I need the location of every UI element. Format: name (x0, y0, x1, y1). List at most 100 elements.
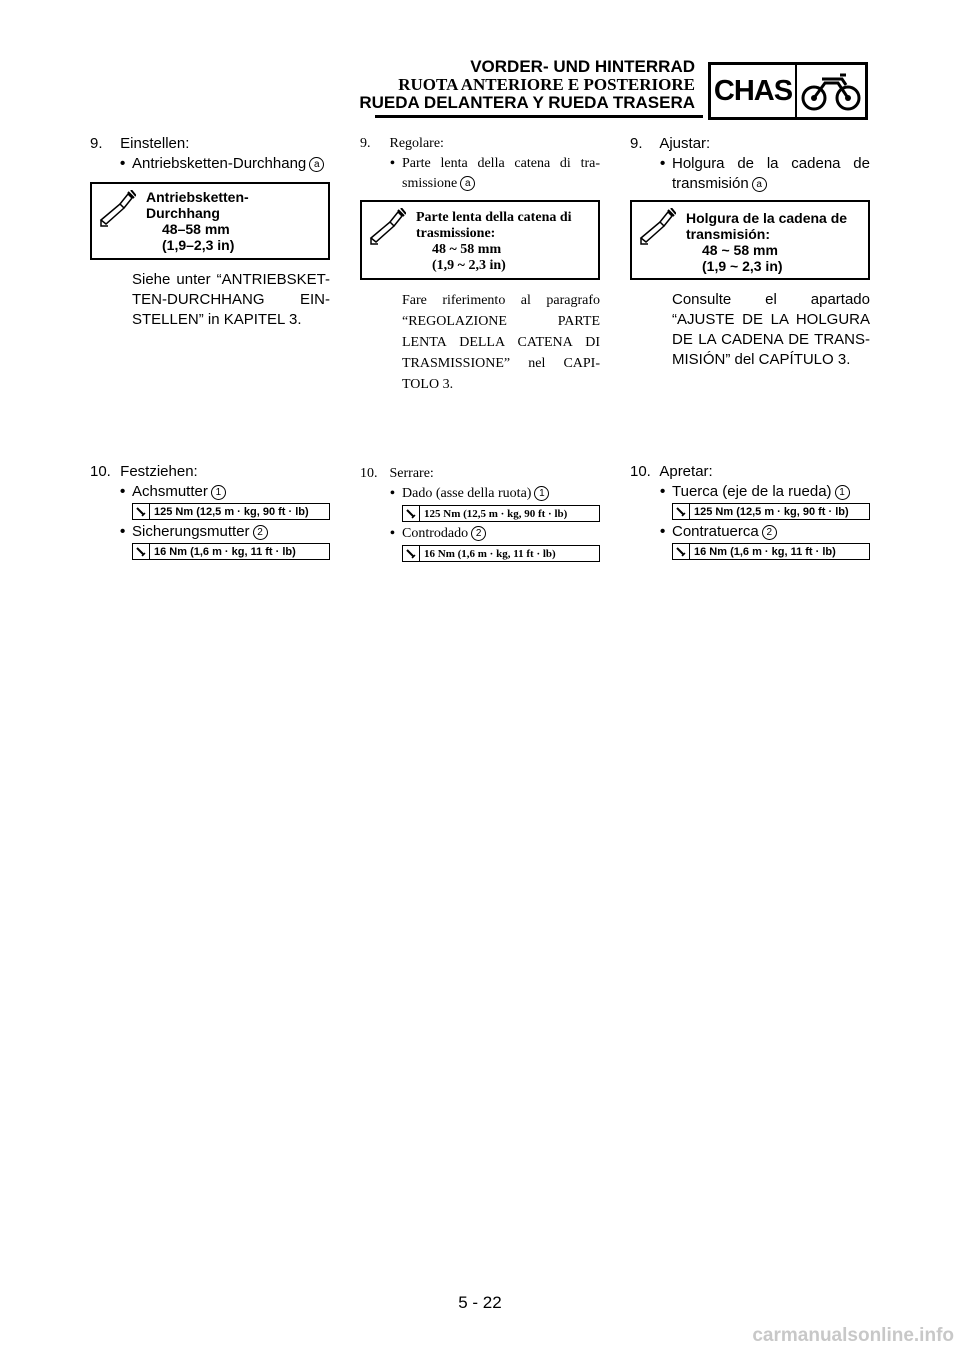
header-title-es: RUEDA DELANTERA Y RUEDA TRASERA (359, 92, 695, 112)
header-title-it: RUOTA ANTERIORE E POSTERIORE (398, 74, 695, 94)
callout-marker: a (460, 176, 476, 191)
spec-value-metric: 48 ~ 58 mm (702, 242, 778, 258)
spec-value-imperial: (1,9 ~ 2,3 in) (432, 258, 506, 273)
list-item: Dado (asse della ruota)1 (360, 484, 600, 504)
torque-spec: 125 Nm (12,5 m · kg, 90 ft · lb) (402, 505, 600, 522)
step-9: 9. Einstellen: (90, 134, 330, 154)
callout-marker: 2 (471, 526, 487, 541)
step-number: 9. (90, 135, 103, 152)
step-number: 10. (360, 466, 378, 481)
callout-marker: a (751, 177, 767, 192)
column-italian: 9. Regolare: Parte lenta della catena di… (360, 134, 600, 562)
list-item: Parte lenta della catena di tra-smission… (360, 154, 600, 194)
torque-spec: 16 Nm (1,6 m · kg, 11 ft · lb) (402, 545, 600, 562)
reference-text: Fare riferimento al paragrafo “REGOLAZIO… (402, 293, 600, 392)
torque-spec: 125 Nm (12,5 m · kg, 90 ft · lb) (672, 503, 870, 520)
torque-value: 16 Nm (1,6 m · kg, 11 ft · lb) (424, 547, 556, 560)
wrench-icon (368, 207, 407, 246)
spec-label-line2: trasmissione: (416, 226, 496, 241)
spec-label-line1: Antriebsketten- (146, 189, 249, 205)
callout-marker: 1 (210, 485, 226, 500)
page-number: 5 - 22 (458, 1293, 502, 1312)
column-german: 9. Einstellen: Antriebsketten-Durchhanga… (90, 134, 330, 560)
spec-label-line1: Holgura de la cadena de (686, 210, 848, 226)
list-item-text: Dado (asse della ruota) (402, 486, 532, 501)
step-title: Ajustar: (659, 135, 711, 152)
step-10: 10. Apretar: (630, 462, 870, 482)
step-number: 9. (630, 135, 643, 152)
torque-value: 16 Nm (1,6 m · kg, 11 ft · lb) (694, 545, 836, 558)
column-spanish: 9. Ajustar: Holgura de la cadena de tran… (630, 134, 870, 560)
spec-value-metric: 48 ~ 58 mm (432, 242, 502, 257)
list-item-text: Controdado (402, 526, 469, 541)
torque-value: 125 Nm (12,5 m · kg, 90 ft · lb) (154, 505, 309, 518)
header-rule (375, 115, 703, 118)
torque-wrench-icon (133, 504, 150, 519)
list-item-text: Tuerca (eje de la rueda) (672, 483, 832, 500)
step-10: 10. Serrare: (360, 464, 600, 484)
wrench-icon (98, 189, 137, 228)
spec-value-imperial: (1,9 ~ 2,3 in) (702, 258, 783, 274)
step-9: 9. Regolare: (360, 134, 600, 154)
step-10-block: 10. Apretar: Tuerca (eje de la rueda)1 1… (630, 462, 870, 562)
torque-spec: 16 Nm (1,6 m · kg, 11 ft · lb) (672, 543, 870, 560)
step-title: Serrare: (389, 466, 434, 481)
wrench-icon (638, 207, 677, 246)
spec-label-line2: Durchhang (146, 205, 220, 221)
step-10: 10. Festziehen: (90, 462, 330, 482)
torque-value: 125 Nm (12,5 m · kg, 90 ft · lb) (694, 505, 849, 518)
callout-marker: 2 (252, 525, 268, 540)
reference-text: Consulte el apartado “AJUSTE DE LA HOLGU… (672, 291, 870, 368)
callout-marker: 1 (534, 486, 550, 501)
spec-value-imperial: (1,9–2,3 in) (162, 237, 235, 253)
chapter-badge-label: CHAS (711, 65, 797, 117)
callout-marker: a (309, 157, 325, 172)
callout-marker: 1 (834, 485, 850, 500)
callout-marker: 2 (761, 525, 777, 540)
reference-text: Siehe unter “ANTRIEBSKET-TEN-DURCHHANG E… (132, 271, 330, 328)
torque-wrench-icon (673, 504, 690, 519)
step-number: 10. (90, 463, 111, 480)
list-item-text: Parte lenta della catena di tra-smission… (402, 156, 600, 191)
list-item-text: Holgura de la cadena de transmisión (672, 155, 870, 192)
step-number: 10. (630, 463, 651, 480)
motorcycle-icon (797, 65, 865, 117)
torque-value: 16 Nm (1,6 m · kg, 11 ft · lb) (154, 545, 296, 558)
spec-value-metric: 48–58 mm (162, 221, 230, 237)
spec-label-line1: Parte lenta della catena di (416, 210, 572, 225)
list-item-text: Antriebsketten-Durchhang (132, 155, 307, 172)
step-title: Apretar: (659, 463, 713, 480)
torque-wrench-icon (403, 506, 420, 521)
step-title: Regolare: (389, 136, 444, 151)
step-number: 9. (360, 136, 371, 151)
torque-value: 125 Nm (12,5 m · kg, 90 ft · lb) (424, 507, 568, 520)
torque-wrench-icon (403, 546, 420, 561)
step-title: Einstellen: (120, 135, 190, 152)
list-item: Tuerca (eje de la rueda)1 (630, 482, 870, 502)
step-10-block: 10. Serrare: Dado (asse della ruota)1 12… (360, 464, 600, 564)
step-title: Festziehen: (120, 463, 198, 480)
section-header: VORDER- UND HINTERRAD RUOTA ANTERIORE E … (359, 58, 695, 112)
spec-label-line2: transmisión: (686, 226, 771, 242)
spec-label: Antriebsketten-Durchhang (146, 189, 249, 221)
list-item-text: Sicherungsmutter (132, 523, 250, 540)
torque-wrench-icon (673, 544, 690, 559)
spec-box: Antriebsketten-Durchhang 48–58 mm (1,9–2… (90, 182, 330, 260)
list-item-text: Achsmutter (132, 483, 208, 500)
header-title-de: VORDER- UND HINTERRAD (470, 57, 695, 76)
torque-wrench-icon (133, 544, 150, 559)
list-item-text: Contratuerca (672, 523, 759, 540)
chapter-badge: CHAS (708, 62, 868, 120)
watermark: carmanualsonline.info (752, 1325, 954, 1346)
